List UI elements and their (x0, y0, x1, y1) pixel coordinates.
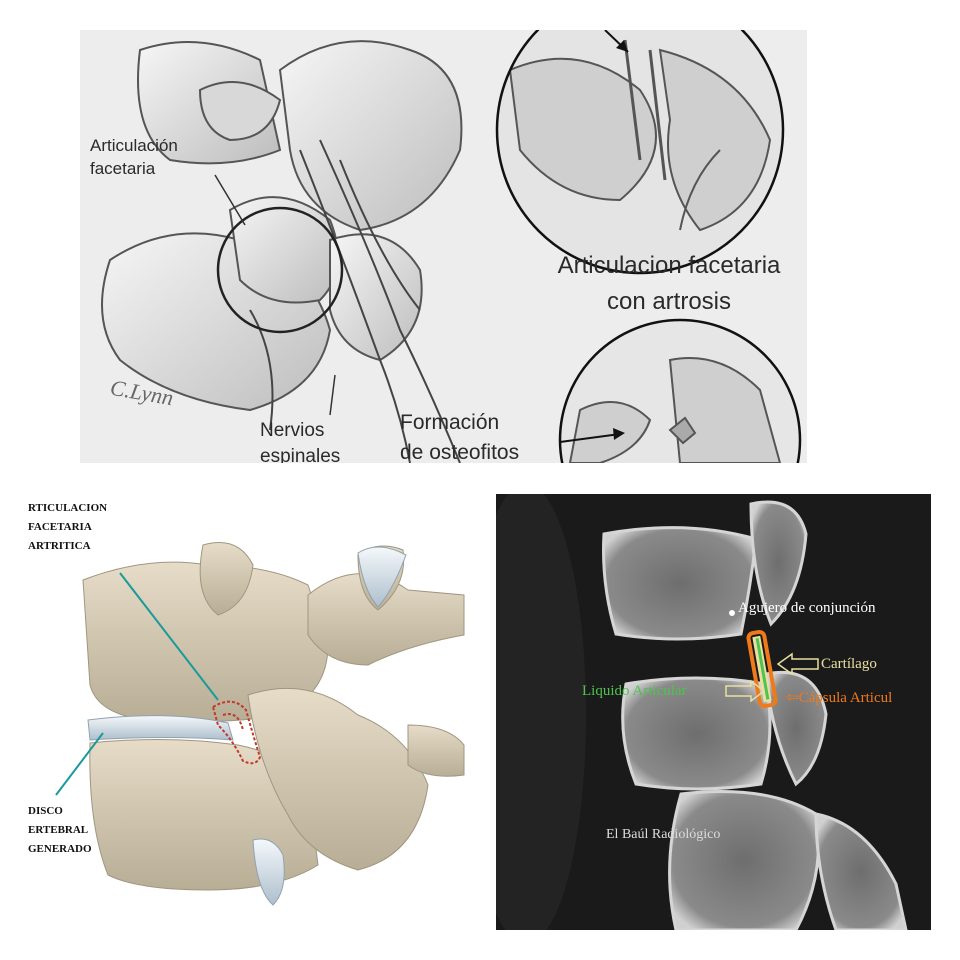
disc-leader-line (55, 732, 104, 796)
ct-vertebrae (602, 500, 908, 930)
zoom-circle-top (495, 30, 785, 275)
joint-fluid-band (755, 638, 770, 700)
arthritic-joint-label: RTICULACION FACETARIA ARTRITICA (28, 499, 107, 556)
degenerated-disc-label-line-3: GENERADO (28, 843, 92, 855)
arthritic-joint-leader-line (119, 572, 219, 701)
facet-joint-label: Articulación facetaria (90, 134, 178, 180)
osteophyte-label-line-1: Formación (400, 411, 500, 434)
spinal-nerves-label-line-1: Nervios (260, 420, 325, 441)
arthritic-facet-highlight (211, 700, 262, 765)
degenerated-disc-label-line-1: DISCO (28, 805, 63, 817)
joint-capsule (746, 629, 778, 709)
anatomy-illustration-panel: Articulación facetaria Articulacion face… (80, 30, 807, 463)
ct-scan-panel: Agujero de conjunción Cartílago Liquido … (496, 494, 931, 930)
foramen-marker-dot (729, 610, 735, 616)
3d-spine-model-panel: RTICULACION FACETARIA ARTRITICA DISCO ER… (28, 495, 468, 935)
arthrosis-title: Articulacion facetaria con artrosis (524, 248, 807, 320)
facet-joint-leader-line (214, 174, 246, 226)
facet-joint-label-line-2: facetaria (90, 159, 156, 178)
cartilage-label: Cartílago (821, 656, 877, 672)
joint-capsule-label: ⇦Cápsula Articul (786, 690, 893, 706)
arthrosis-title-line-2: con artrosis (606, 288, 732, 315)
nerve-leader-line (329, 374, 336, 416)
arthritic-joint-label-line-2: FACETARIA (28, 521, 92, 533)
ct-scan-image (496, 494, 931, 930)
arthritic-joint-label-line-3: ARTRITICA (28, 540, 91, 552)
zoom-circle-bottom (558, 318, 802, 463)
upper-cartilage (357, 546, 407, 608)
vertebra-drawing (101, 40, 463, 412)
spinal-nerves-label-line-2: espinales (260, 446, 341, 463)
watermark-text: El Baúl Radiológico (606, 827, 721, 842)
nerve-lines (249, 139, 461, 463)
soft-tissue-shadow (496, 494, 586, 930)
3d-spine-model (55, 542, 465, 906)
facet-joint-components (746, 629, 778, 709)
facet-joint-label-line-1: Articulación (90, 136, 178, 155)
osteophyte-label-line-2: de osteofitos (400, 441, 520, 463)
spinal-nerves-label: Nervios espinales (260, 418, 340, 463)
lower-cartilage (252, 838, 285, 906)
degenerated-disc-label-line-2: ERTEBRAL (28, 824, 89, 836)
arthritic-joint-label-line-1: RTICULACION (28, 502, 108, 514)
spine-illustration (101, 30, 802, 463)
degenerated-disc-label: DISCO ERTEBRAL GENERADO (28, 802, 92, 859)
foramen-label: Agujero de conjunción (738, 600, 876, 616)
upper-vertebra (82, 542, 465, 723)
degenerated-disc (87, 715, 234, 741)
facet-joint-highlight-circle (216, 206, 344, 334)
joint-fluid-label: Liquido Articular (582, 683, 687, 699)
osteophyte-label: Formación de osteofitos (400, 408, 519, 463)
arthrosis-title-line-1: Articulacion facetaria (557, 252, 781, 279)
fluid-arrow (725, 679, 766, 703)
cartilage-arrow (776, 652, 819, 676)
